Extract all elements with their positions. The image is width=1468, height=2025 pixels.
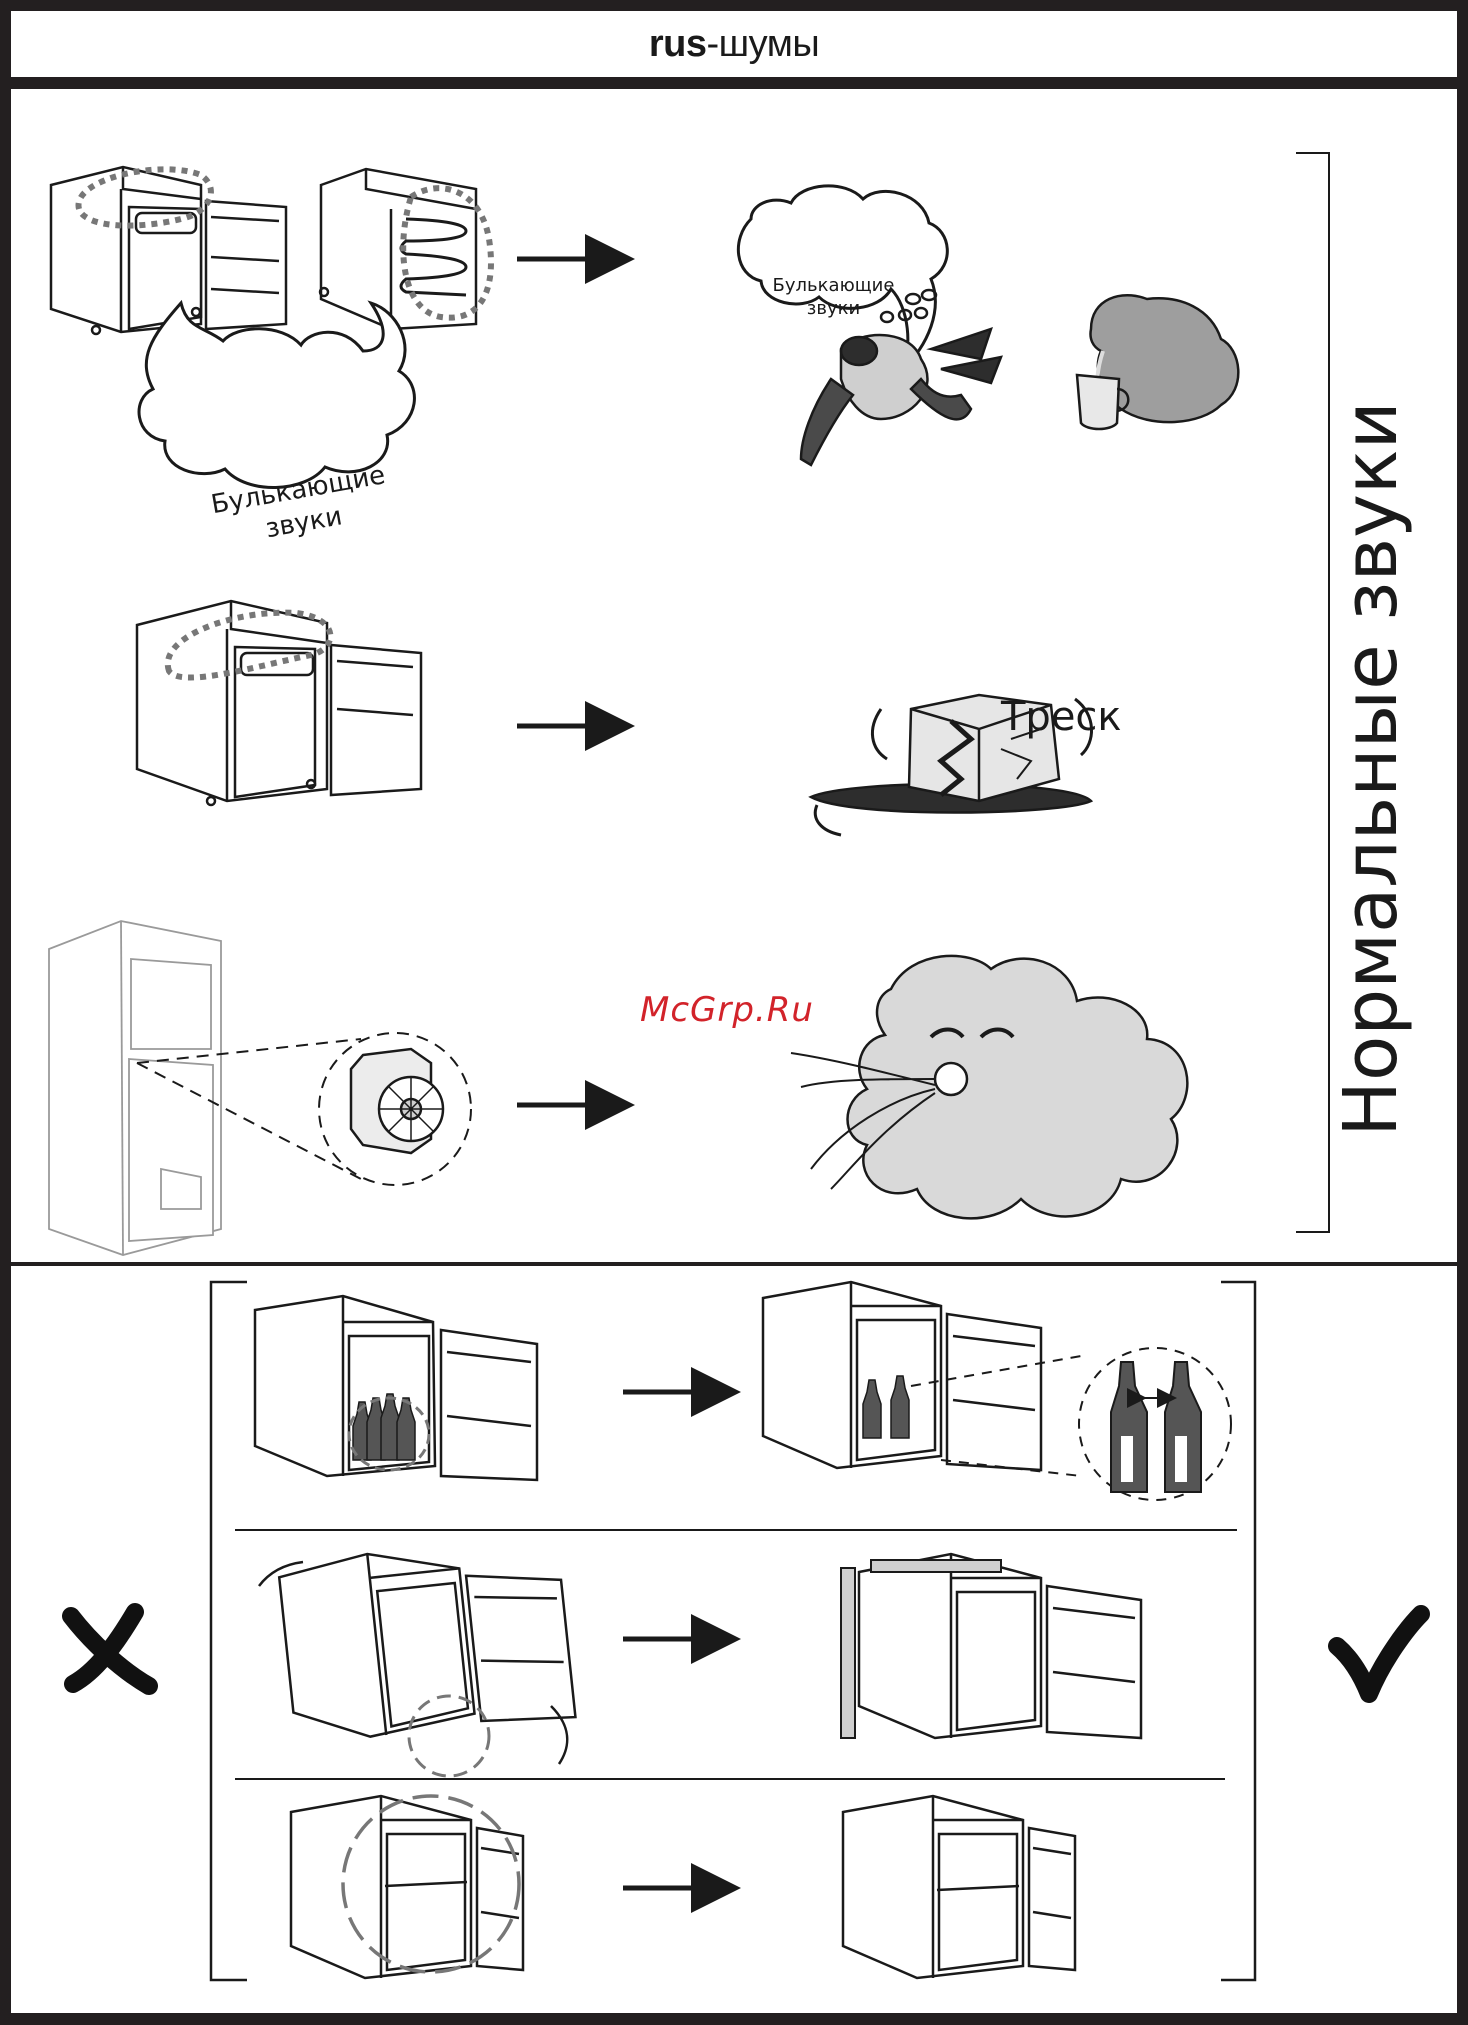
- header-title: шумы: [719, 23, 820, 66]
- fix-left-bracket: [211, 1282, 247, 1980]
- tall-fridge-illustration: [49, 921, 221, 1255]
- fix-right-bracket: [1221, 1282, 1255, 1980]
- header-separator: -: [706, 23, 718, 66]
- header-code: rus: [649, 23, 707, 66]
- pitcher-pouring-illustration: [1077, 295, 1238, 429]
- check-icon: [1337, 1614, 1421, 1694]
- blowing-cloud-illustration: [791, 956, 1187, 1219]
- cross-icon: [71, 1612, 149, 1686]
- normal-sounds-panel: Нормальные звуки Треск Булькающие звуки …: [11, 89, 1457, 1262]
- spirit-level-vertical-icon: [841, 1568, 855, 1738]
- fridge-open-coil-illustration: [51, 167, 286, 334]
- fan-icon: [351, 1049, 443, 1153]
- watermark: McGrp.Ru: [640, 990, 814, 1030]
- normal-sounds-bracket: [1296, 153, 1329, 1232]
- spirit-level-horizontal-icon: [871, 1560, 1001, 1572]
- fridge-evaporator-illustration: [137, 601, 421, 805]
- bubbling-sounds-label-right: Булькающие звуки: [756, 275, 911, 320]
- normal-sounds-illustrations: [11, 89, 1457, 1262]
- bottle-zoom-circle: [1079, 1348, 1231, 1500]
- installation-fixes-panel: [11, 1266, 1457, 2013]
- normal-sounds-label: Нормальные звуки: [1328, 401, 1414, 1136]
- crack-sound-label: Треск: [1001, 694, 1122, 740]
- bubble-right-line1: Булькающие: [756, 275, 911, 298]
- diver-illustration: [801, 329, 1001, 465]
- fridge-secured-shelves-illustration: [843, 1796, 1075, 1978]
- fridge-back-coil-illustration: [320, 169, 476, 329]
- fridge-tilted-illustration: [278, 1534, 576, 1746]
- fridge-level-illustration: [859, 1554, 1141, 1738]
- page-header: rus-шумы: [11, 11, 1457, 77]
- installation-fixes-illustrations: [11, 1266, 1457, 2013]
- bubble-right-line2: звуки: [756, 298, 911, 321]
- bottles-spaced-icon: [1111, 1362, 1201, 1492]
